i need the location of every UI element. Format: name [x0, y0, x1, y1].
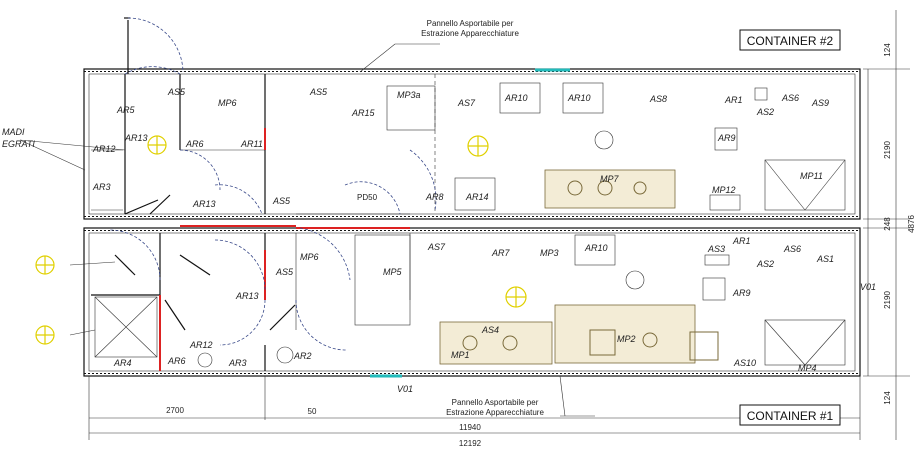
marker-icon [35, 325, 55, 345]
label-ar4: AR4 [113, 358, 132, 368]
top-panel-note-line1: Pannello Asportabile per [427, 19, 514, 28]
label-ar14: AR14 [465, 192, 489, 202]
label-as4: AS4 [481, 325, 499, 335]
marker-icon [467, 135, 489, 157]
label-mp4: MP4 [798, 363, 817, 373]
label-ar13: AR13 [192, 199, 216, 209]
equipment-c1 [197, 234, 846, 368]
label-as10: AS10 [733, 358, 756, 368]
marker-icon [35, 255, 55, 275]
container-2-label-box [739, 29, 841, 51]
label-mp6: MP6 [218, 98, 237, 108]
label-mp11: MP11 [800, 171, 823, 181]
label-as5: AS5 [275, 267, 294, 277]
bottom-panel-note-line1: Pannello Asportabile per [452, 398, 539, 407]
label-mp2: MP2 [617, 334, 636, 344]
left-note-line1: MADI [2, 127, 25, 137]
door-swings-c2 [124, 17, 437, 281]
label-as5: AS5 [309, 87, 328, 97]
dim-bottom-seg2: 50 [308, 407, 317, 416]
right-dimension-lines [863, 10, 910, 440]
label-as3: AS3 [707, 244, 725, 254]
label-ar15: AR15 [351, 108, 376, 118]
dim-bottom-outer: 12192 [459, 439, 482, 448]
label-v01: V01 [860, 282, 876, 292]
top-panel-note-line2: Estrazione Apparecchiature [421, 29, 519, 38]
label-as7: AS7 [457, 98, 476, 108]
label-as7: AS7 [427, 242, 446, 252]
label-ar7: AR7 [491, 248, 511, 258]
label-as6: AS6 [783, 244, 801, 254]
container-1-label: CONTAINER #1 [747, 409, 834, 423]
marker-icon [505, 286, 527, 308]
dim-bottom-seg1: 2700 [166, 406, 184, 415]
label-mp5: MP5 [383, 267, 403, 277]
marker-icon [147, 135, 167, 155]
label-as6: AS6 [781, 93, 799, 103]
label-as8: AS8 [649, 94, 667, 104]
label-as5: AS5 [272, 196, 291, 206]
label-ar2: AR2 [293, 351, 312, 361]
label-pd50: PD50 [357, 193, 378, 202]
c1-labels: MP6 AS5 MP5 AS7 AR7 MP3 AR10 AR1 AS3 AS2… [113, 236, 876, 394]
label-ar8: AR8 [425, 192, 444, 202]
label-mp6: MP6 [300, 252, 319, 262]
bottom-dimension-lines [88, 376, 861, 440]
label-ar9: AR9 [732, 288, 751, 298]
c2-labels: AR5 AS5 MP6 AS5 AR15 MP3a AS7 AR10 AR10 … [92, 87, 829, 209]
label-mp3a: MP3a [397, 90, 421, 100]
label-ar12: AR12 [189, 340, 213, 350]
container-1-shell [83, 227, 861, 378]
label-ar3: AR3 [92, 182, 111, 192]
dim-right-upper: 2190 [883, 141, 892, 159]
dim-right-lower: 2190 [883, 291, 892, 309]
container-1-partitions [91, 229, 411, 371]
label-ar5: AR5 [116, 105, 136, 115]
label-mp1: MP1 [451, 350, 470, 360]
container-1-label-box [739, 404, 841, 426]
dim-right-mid: 248 [883, 217, 892, 231]
label-as2: AS2 [756, 259, 774, 269]
label-ar10: AR10 [567, 93, 591, 103]
label-as5: AS5 [167, 87, 186, 97]
left-note-line2: EGRATI [2, 139, 35, 149]
label-ar11: AR11 [240, 139, 263, 149]
label-ar12: AR12 [92, 144, 116, 154]
bottom-panel-note-line2: Estrazione Apparecchiature [446, 408, 544, 417]
label-ar10: AR10 [584, 243, 608, 253]
label-ar3: AR3 [228, 358, 247, 368]
label-ar13: AR13 [124, 133, 148, 143]
label-v01: V01 [397, 384, 413, 394]
container-2-label: CONTAINER #2 [747, 34, 834, 48]
dim-right-bottom: 124 [883, 391, 892, 405]
label-ar1: AR1 [724, 95, 743, 105]
container-2-partitions [91, 74, 436, 229]
label-mp12: MP12 [712, 185, 736, 195]
container-2-shell [83, 68, 861, 220]
yellow-markers [35, 135, 527, 345]
label-as9: AS9 [811, 98, 829, 108]
label-as1: AS1 [816, 254, 834, 264]
equipment-c2 [454, 82, 846, 211]
label-ar9: AR9 [717, 133, 736, 143]
label-ar6: AR6 [185, 139, 204, 149]
label-ar13: AR13 [235, 291, 259, 301]
dim-right-top: 124 [883, 43, 892, 57]
label-mp3: MP3 [540, 248, 559, 258]
label-ar10: AR10 [504, 93, 528, 103]
label-ar1: AR1 [732, 236, 751, 246]
dim-bottom-inner: 11940 [459, 423, 481, 432]
dim-right-mid2: 4876 [907, 215, 916, 233]
label-mp7: MP7 [600, 174, 620, 184]
label-ar6: AR6 [167, 356, 186, 366]
left-side-note [19, 139, 126, 336]
label-as2: AS2 [756, 107, 774, 117]
